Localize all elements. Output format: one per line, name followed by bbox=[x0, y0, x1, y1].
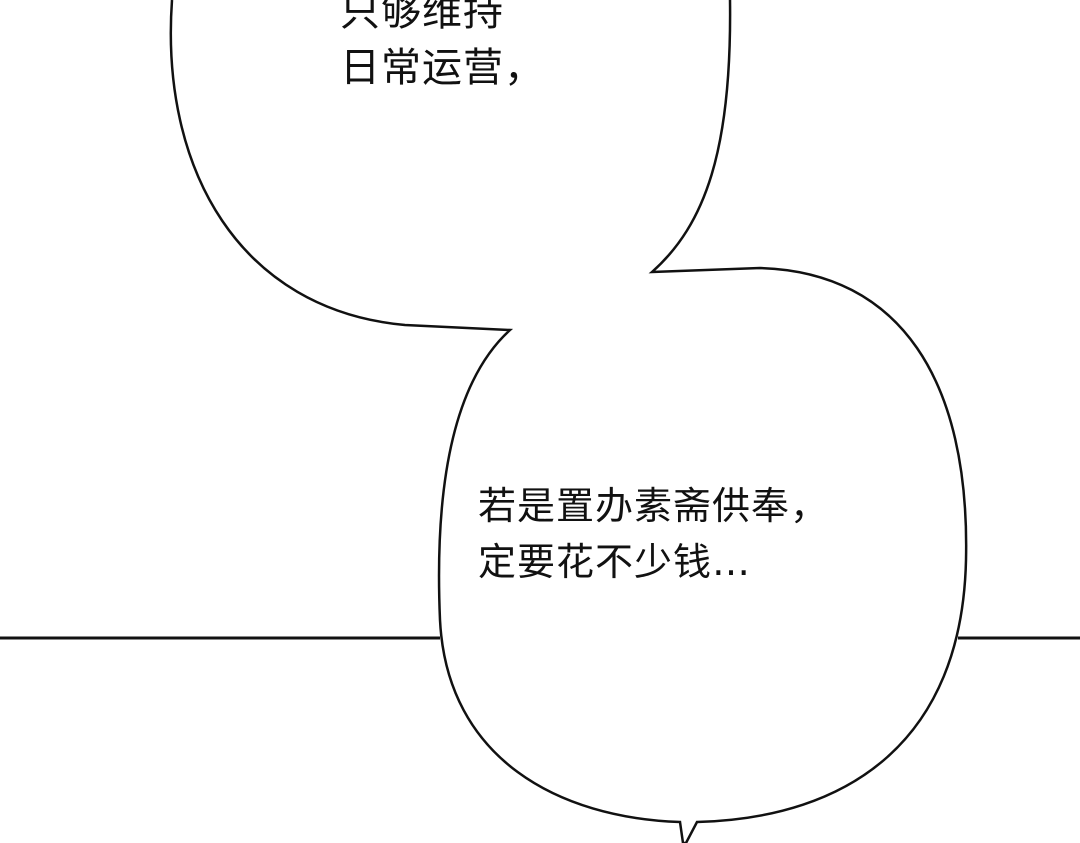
text-line: 定要花不少钱… bbox=[478, 540, 752, 584]
text-line: 只够维持 bbox=[340, 0, 504, 35]
speech-bubble-outline bbox=[169, 0, 968, 843]
speech-bubble-top-text: 只够维持 日常运营， bbox=[340, 0, 545, 96]
text-line: 日常运营， bbox=[340, 45, 545, 91]
speech-bubble-bottom-text: 若是置办素斋供奉， 定要花不少钱… bbox=[478, 478, 829, 590]
text-line: 若是置办素斋供奉， bbox=[478, 484, 830, 528]
